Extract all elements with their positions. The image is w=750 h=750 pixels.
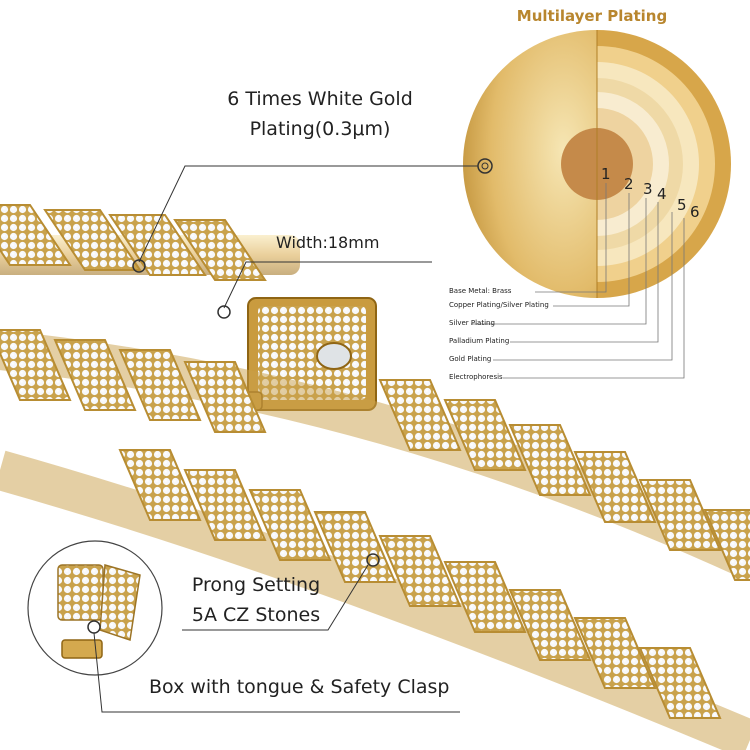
prong-setting-callout: Prong Setting 5A CZ Stones [176,570,336,630]
prong-callout-line-1: Prong Setting [191,574,321,596]
callout-lines [87,158,493,713]
chain-body [0,329,750,750]
layer-number-1: 1 [601,165,611,183]
width-callout: Width:18mm [276,233,380,252]
prong-callout-line-2: 5A CZ Stones [191,604,321,626]
layer-label-palladium: Palladium Plating [449,337,510,345]
multilayer-plating-heading: Multilayer Plating [516,7,668,25]
plating-callout-line-1: 6 Times White Gold [227,88,413,110]
layer-label-silver: Silver Plating [449,319,495,327]
layer-number-6: 6 [690,203,700,221]
clasp-callout: Box with tongue & Safety Clasp [149,676,450,698]
plating-callout-line-2: Plating(0.3μm) [249,118,391,140]
clasp-detail-circle [27,540,163,676]
gold-hemisphere [463,30,597,298]
layer-number-4: 4 [657,185,667,203]
layer-label-base-metal: Base Metal: Brass [449,287,512,295]
layer-number-2: 2 [624,175,634,193]
chain-top [0,204,300,281]
plating-cross-section [463,30,731,379]
white-gold-plating-callout: 6 Times White Gold Plating(0.3μm) [210,84,430,144]
layer-label-electrophoresis: Electrophoresis [449,373,503,381]
layer-label-copper: Copper Plating/Silver Plating [449,301,549,309]
layer-label-gold: Gold Plating [449,355,492,363]
layer-number-5: 5 [677,196,687,214]
layer-number-3: 3 [643,180,653,198]
